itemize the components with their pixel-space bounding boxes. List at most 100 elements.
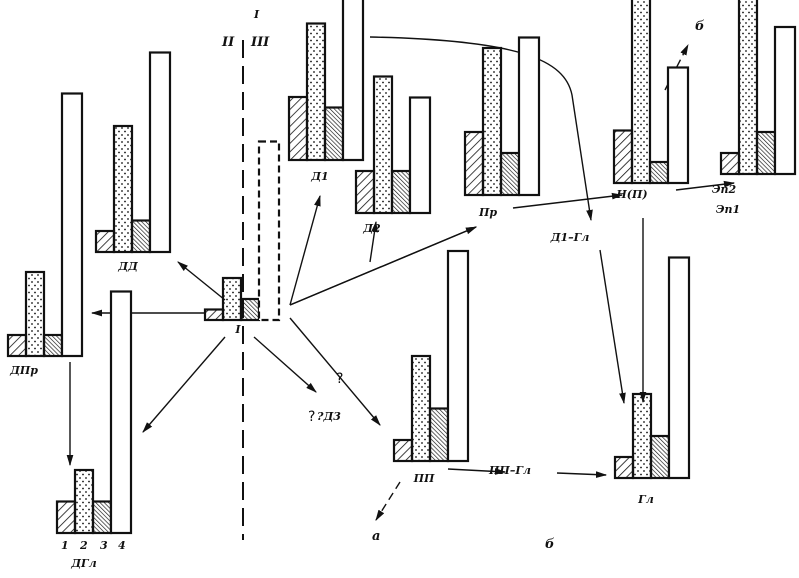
node-d3: ?Д3 xyxy=(317,410,341,423)
bar-dd-4 xyxy=(148,51,172,254)
edge-i-pp xyxy=(289,317,381,426)
node-label-ep1: Эп1 xyxy=(716,203,740,216)
bar-dgl-3 xyxy=(91,500,113,535)
node-ep1: Эп1 xyxy=(716,203,740,216)
edge-i-d1 xyxy=(289,194,321,306)
node-label-d2: Д2 xyxy=(362,222,381,235)
edge-np-b xyxy=(664,44,689,91)
node-dd: ДД xyxy=(94,51,172,273)
node-label-pp: ПП xyxy=(413,472,435,485)
bar-np-3 xyxy=(648,160,670,185)
node-dpr: ДПр xyxy=(6,92,84,377)
bar-i-1 xyxy=(203,308,225,322)
bar-dd-3 xyxy=(130,219,152,254)
node-d2: Д2 xyxy=(354,75,432,235)
question-mark-2: ? xyxy=(308,409,315,425)
node-dgl: ДГл xyxy=(55,290,133,570)
bar-pr-1 xyxy=(463,130,485,197)
node-label-pr: Пр xyxy=(478,206,497,219)
bar-dgl-4 xyxy=(109,290,133,535)
zone-label-left: II xyxy=(221,35,235,50)
bar-ep2-3 xyxy=(755,130,777,176)
node-label-ep2: Эп2 xyxy=(712,183,737,196)
edge-np-ep2 xyxy=(675,180,736,191)
node-pp: ПП xyxy=(392,249,470,485)
bar-d2-1 xyxy=(354,169,376,215)
edge-ppgl-gl xyxy=(556,471,608,478)
node-label-d1: Д1 xyxy=(310,170,328,183)
edge-pr-np xyxy=(512,192,624,209)
bar-np-1 xyxy=(612,129,634,185)
node-label-d3: ?Д3 xyxy=(317,410,341,423)
bar-pp-2 xyxy=(410,354,432,463)
node-label-gl: Гл xyxy=(637,493,654,506)
node-i: I xyxy=(203,140,281,336)
node-label-dd: ДД xyxy=(117,260,138,273)
bar-gl-4 xyxy=(667,256,691,480)
bar-i-2 xyxy=(221,276,243,322)
node-d1: Д1 xyxy=(287,0,365,183)
bar-pr-3 xyxy=(499,151,521,197)
edge-pp-ppgl xyxy=(447,468,507,475)
bar-dd-1 xyxy=(94,229,116,254)
legend-numbers: 1 2 3 4 xyxy=(61,539,126,552)
node-label-ppgl: ПП–Гл xyxy=(488,464,531,477)
bar-i-4 xyxy=(257,140,281,322)
edge-d1gl-gl xyxy=(599,249,626,405)
edge-i-dgl xyxy=(142,336,226,433)
bar-dgl-1 xyxy=(55,500,77,535)
bar-pr-2 xyxy=(481,46,503,197)
legend-3: 3 xyxy=(100,539,108,552)
edge-i-dd xyxy=(177,261,226,301)
bar-ep2-1 xyxy=(719,151,741,176)
bar-d1-2 xyxy=(305,22,327,162)
edge-i-d3 xyxy=(253,336,317,393)
node-label-i: I xyxy=(234,323,241,336)
legend-4: 4 xyxy=(118,539,126,552)
bar-d1-3 xyxy=(323,106,345,162)
bar-gl-2 xyxy=(631,392,653,480)
edge-i-d2-tick xyxy=(369,220,378,263)
bar-gl-1 xyxy=(613,455,635,480)
bar-np-2 xyxy=(630,0,652,185)
bar-pp-1 xyxy=(392,438,414,463)
legend-2: 2 xyxy=(79,539,88,552)
bar-ep2-4 xyxy=(773,25,797,176)
bar-dd-2 xyxy=(112,124,134,254)
bar-dgl-2 xyxy=(73,468,95,535)
node-ppgl: ПП–Гл xyxy=(488,464,531,477)
edge-i-pr xyxy=(289,226,478,306)
bar-i-3 xyxy=(239,297,261,322)
node-label-np: Н(П) xyxy=(615,188,647,201)
bar-gl-3 xyxy=(649,434,671,480)
zone-label-right: III xyxy=(250,35,270,50)
bar-d1-1 xyxy=(287,95,309,162)
bar-d2-3 xyxy=(390,169,412,215)
bar-pp-4 xyxy=(446,249,470,463)
bar-dpr-1 xyxy=(6,333,28,358)
node-ep2: Эп2 xyxy=(712,0,797,196)
bar-pp-3 xyxy=(428,407,450,463)
figure-letter: б xyxy=(545,537,555,552)
bar-d2-2 xyxy=(372,75,394,215)
legend-1: 1 xyxy=(61,539,69,552)
node-np: Н(П) xyxy=(612,0,690,201)
bar-dpr-2 xyxy=(24,270,46,358)
node-gl: Гл xyxy=(613,256,691,506)
branch-label-a: а xyxy=(372,529,380,544)
node-label-dpr: ДПр xyxy=(9,364,38,377)
bar-d2-4 xyxy=(408,96,432,215)
top-mark-label: I xyxy=(253,8,260,21)
edges-layer xyxy=(66,36,736,521)
bar-pr-4 xyxy=(517,36,541,197)
bar-dpr-3 xyxy=(42,333,64,358)
edge-pp-a xyxy=(375,481,401,521)
node-d1gl: Д1–Гл xyxy=(550,231,590,244)
bar-dpr-4 xyxy=(60,92,84,358)
bar-d1-4 xyxy=(341,0,365,162)
branch-label-b: б xyxy=(695,19,705,34)
node-label-d1gl: Д1–Гл xyxy=(550,231,590,244)
